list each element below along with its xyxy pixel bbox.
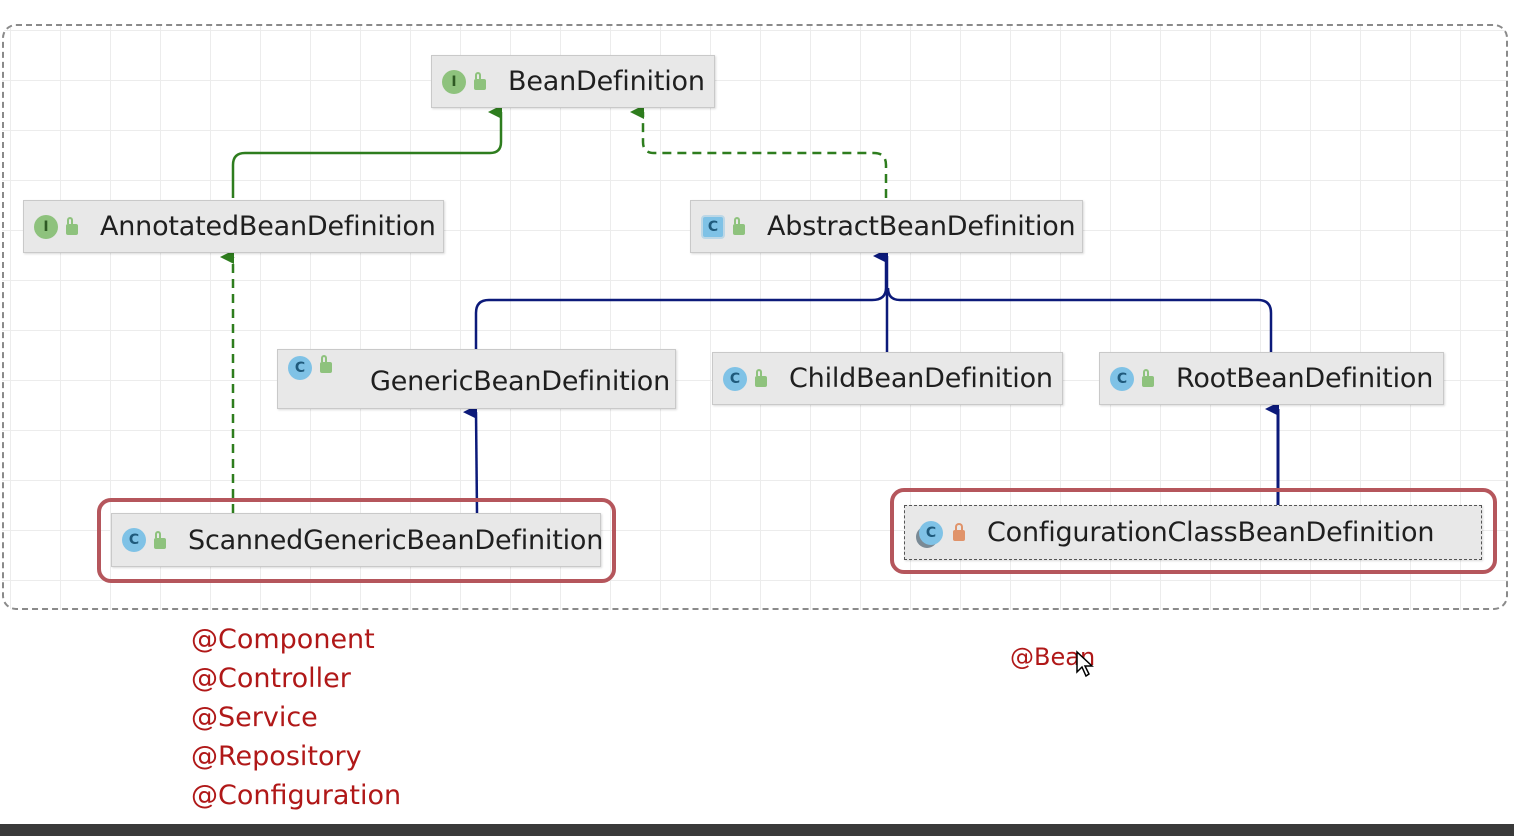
public-lock-icon: [154, 530, 166, 549]
public-lock-icon: [474, 72, 486, 90]
annotation-configuration: @Configuration: [191, 780, 402, 811]
class-icon: C: [288, 356, 312, 380]
public-lock-icon: [1142, 369, 1154, 387]
edge-root-to-abstract: [886, 287, 1273, 352]
annotation-repository: @Repository: [191, 741, 362, 772]
edge-scanned-to-generic: [463, 404, 479, 514]
interface-icon: I: [34, 214, 58, 239]
class-icon: C: [1110, 366, 1134, 391]
node-annotated-bean-definition[interactable]: I AnnotatedBeanDefinition: [23, 200, 444, 253]
node-label: ChildBeanDefinition: [789, 363, 1053, 394]
public-lock-icon: [755, 369, 767, 387]
private-lock-icon: [953, 523, 965, 541]
highlight-scanned: [97, 498, 616, 583]
edge-generic-to-abstract: [474, 249, 888, 349]
node-label: AnnotatedBeanDefinition: [100, 211, 436, 242]
mouse-cursor-icon: [1076, 650, 1094, 678]
annotation-service: @Service: [191, 702, 318, 733]
interface-icon: I: [442, 69, 466, 94]
diagram-canvas: [2, 24, 1508, 610]
node-label: ConfigurationClassBeanDefinition: [987, 517, 1435, 548]
public-lock-icon: [320, 355, 332, 373]
class-icon: C: [122, 528, 146, 552]
class-icon: C: [919, 520, 943, 545]
node-label: ScannedGenericBeanDefinition: [188, 524, 604, 556]
scanned-annotations: @Component @Controller @Service @Reposit…: [191, 620, 401, 815]
abstract-class-icon: C: [701, 214, 725, 239]
node-abstract-bean-definition[interactable]: C AbstractBeanDefinition: [690, 200, 1083, 253]
public-lock-icon: [733, 217, 745, 235]
node-label: BeanDefinition: [508, 66, 705, 97]
node-label: GenericBeanDefinition: [370, 366, 671, 397]
bottom-bar: [0, 824, 1514, 836]
edge-annotated-to-beandefinition: [231, 105, 503, 198]
node-scanned-generic-bean-definition[interactable]: C ScannedGenericBeanDefinition: [111, 513, 604, 567]
edge-abstract-to-beandefinition: [630, 105, 888, 198]
class-icon: C: [723, 366, 747, 391]
annotation-controller: @Controller: [191, 663, 351, 694]
node-root-bean-definition[interactable]: C RootBeanDefinition: [1099, 352, 1444, 405]
node-child-bean-definition[interactable]: C ChildBeanDefinition: [712, 352, 1063, 405]
public-lock-icon: [66, 217, 78, 235]
node-generic-bean-definition[interactable]: C GenericBeanDefinition: [277, 349, 676, 409]
node-bean-definition[interactable]: I BeanDefinition: [431, 55, 715, 108]
annotation-component: @Component: [191, 624, 375, 655]
node-configuration-class-bean-definition[interactable]: C ConfigurationClassBeanDefinition: [904, 505, 1482, 560]
node-label: RootBeanDefinition: [1176, 363, 1434, 394]
highlight-configuration: [890, 488, 1497, 574]
node-label: AbstractBeanDefinition: [767, 211, 1076, 242]
